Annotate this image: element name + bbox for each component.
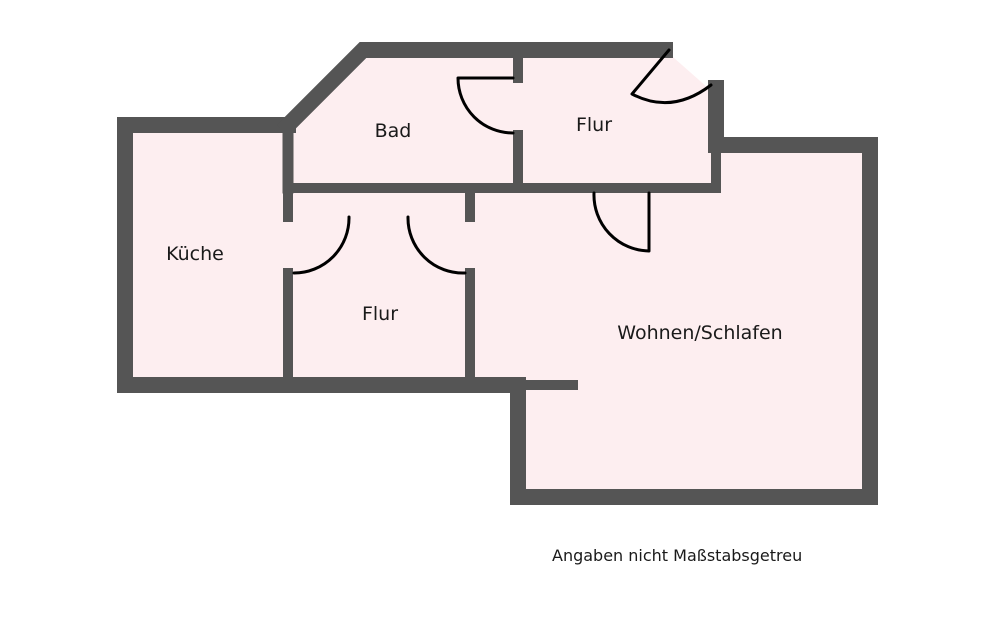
flur-unten-floor	[288, 188, 468, 385]
wohnen-floor	[468, 145, 870, 497]
outer-wall-north	[276, 42, 673, 137]
flur-oben-floor	[518, 50, 716, 188]
door-wohnen	[592, 191, 651, 253]
room-label-flur-unten: Flur	[362, 303, 398, 325]
door-bad	[456, 76, 515, 135]
door-kueche	[292, 215, 351, 275]
door-flur-wohnen	[406, 215, 467, 275]
bad-floor	[288, 50, 518, 188]
outer-wall-west	[117, 80, 878, 505]
room-label-bad: Bad	[375, 120, 412, 142]
kueche-floor	[125, 125, 288, 385]
room-label-wohnen: Wohnen/Schlafen	[617, 322, 782, 344]
doors	[292, 48, 713, 275]
walls	[117, 42, 878, 505]
room-fills	[125, 50, 870, 497]
room-label-flur-oben: Flur	[576, 114, 612, 136]
room-label-kueche: Küche	[166, 243, 224, 265]
room-labels: Küche Bad Flur Flur Wohnen/Schlafen	[166, 114, 783, 344]
scale-disclaimer: Angaben nicht Maßstabsgetreu	[552, 546, 803, 565]
entrance-door	[630, 48, 713, 105]
